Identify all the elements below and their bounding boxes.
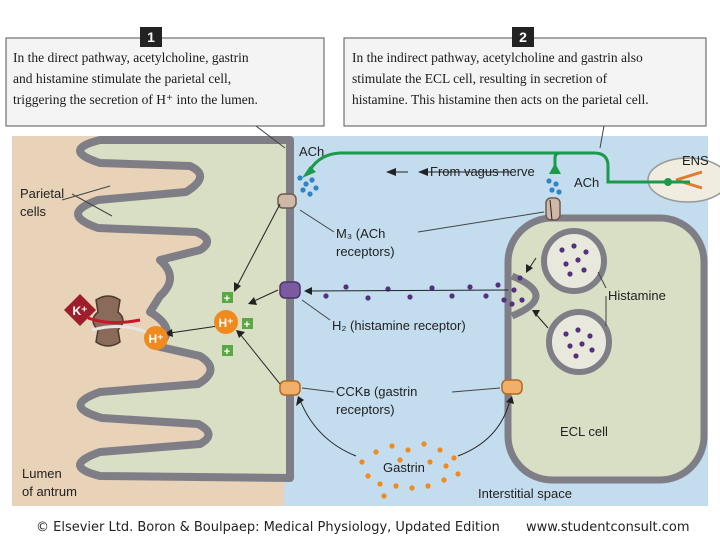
k-ion-label: K⁺: [73, 304, 88, 318]
histamine-to-h2-arrow: [305, 289, 509, 292]
parietal-cells-leader-1: [71, 193, 113, 217]
callout-1-badge: [140, 27, 162, 47]
histamine-vesicle-bottom: [546, 309, 612, 375]
callout-1-number: 1: [147, 29, 155, 45]
h2-leader: [301, 299, 331, 321]
m3-leader-left: [299, 209, 335, 233]
callout-1-pointer: [255, 125, 286, 149]
cckb-receptor-ecl: [501, 379, 523, 395]
plus-marker-3: +: [224, 346, 230, 358]
ens-soma-dot: [664, 178, 672, 186]
ach-right-label: ACh: [574, 175, 599, 190]
vagus-terminal-left: [302, 166, 316, 178]
ecl-exocytosis-pocket: [510, 272, 540, 320]
histamine-leader-top: [597, 271, 607, 289]
parietal-cells-leader-2: [61, 185, 111, 201]
callout-2-badge: [512, 27, 534, 47]
cckb-to-h-arrow: [239, 333, 281, 385]
ecl-cell-label: ECL cell: [560, 424, 608, 439]
plus-markers: [222, 292, 253, 356]
footer-url: www.studentconsult.com: [526, 520, 690, 535]
lumen-label-2: of antrum: [22, 484, 77, 499]
ens-neuron: [647, 157, 720, 203]
ach-left-label: ACh: [299, 144, 324, 159]
h-ion-cell-label: H⁺: [219, 316, 234, 330]
vagus-direction-arrowhead: [418, 168, 428, 176]
histamine-dots-vesicle-bottom: [563, 327, 595, 359]
vagus-label: From vagus nerve: [430, 164, 535, 179]
plus-marker-1: +: [224, 293, 230, 305]
h2-receptor: [279, 281, 301, 299]
parietal-cells-label-1: Parietal: [20, 186, 64, 201]
cckb-label-line-1: CCKʙ (gastrin: [336, 384, 417, 399]
histamine-dots-vesicle-top: [559, 243, 589, 277]
signal-arrows: [169, 199, 553, 457]
histamine-vesicle-top: [541, 228, 607, 294]
m3-label-line-1: M₃ (ACh: [336, 226, 385, 241]
h-ion-lumen: [144, 326, 168, 350]
cckb-leader-right: [451, 387, 501, 393]
h-secretion-arrow: [169, 325, 219, 334]
m3-receptor-parietal: [277, 193, 297, 209]
ens-label: ENS: [682, 153, 709, 168]
gastrin-label: Gastrin: [383, 460, 425, 475]
gastrin-to-parietal-arrow: [299, 399, 357, 457]
ach-dots-right: [546, 178, 562, 195]
vagus-nerve-fiber: [308, 151, 690, 184]
callout-1-line-2: and histamine stimulate the parietal cel…: [13, 71, 231, 86]
vagus-branch-ecl: [553, 151, 561, 168]
callout-2-line-3: histamine. This histamine then acts on t…: [352, 92, 649, 107]
callout-2-box: [343, 37, 707, 127]
plus-marker-2: +: [244, 319, 250, 331]
m3-leader-right: [417, 211, 545, 233]
callout-2-line-1: In the indirect pathway, acetylcholine a…: [352, 50, 643, 65]
m3-receptor-ecl: [545, 197, 561, 221]
cckb-receptor-parietal: [279, 380, 301, 396]
histamine-dots-interstitial: [323, 275, 525, 307]
callout-1-line-3: triggering the secretion of H⁺ into the …: [13, 92, 258, 107]
m3-to-h-arrow: [235, 203, 281, 289]
gastrin-dots: [359, 441, 461, 499]
h2-to-h-arrow: [251, 289, 279, 303]
vagus-terminal-right: [549, 163, 561, 174]
histamine-label: Histamine: [608, 288, 666, 303]
h2-label: H₂ (histamine receptor): [332, 318, 466, 333]
callout-2-number: 2: [519, 29, 527, 45]
ach-dots-left: [297, 175, 319, 197]
h-ion-cell: [214, 310, 238, 334]
k-ion: [64, 294, 96, 326]
signal-arrowheads: [164, 264, 540, 406]
interstitial-label: Interstitial space: [478, 486, 572, 501]
lumen-label-1: Lumen: [22, 466, 62, 481]
vagus-direction-arrowhead-2: [386, 168, 396, 176]
proton-pump: [87, 295, 147, 347]
callout-2-pointer: [599, 125, 605, 149]
m3-label-line-2: receptors): [336, 244, 395, 259]
parietal-cell: [74, 136, 294, 482]
callout-1-line-1: In the direct pathway, acetylcholine, ga…: [13, 50, 249, 65]
cckb-leader-left: [301, 387, 335, 393]
footer-credit: © Elsevier Ltd. Boron & Boulpaep: Medica…: [36, 520, 500, 535]
callout-2-line-2: stimulate the ECL cell, resulting in sec…: [352, 71, 608, 86]
parietal-cells-label-2: cells: [20, 204, 47, 219]
h-ion-lumen-label: H⁺: [149, 332, 164, 346]
callout-1-box: [5, 37, 325, 127]
cckb-label-line-2: receptors): [336, 402, 395, 417]
gastrin-to-ecl-arrow: [457, 399, 511, 457]
ecl-m3-signal: [549, 199, 553, 221]
